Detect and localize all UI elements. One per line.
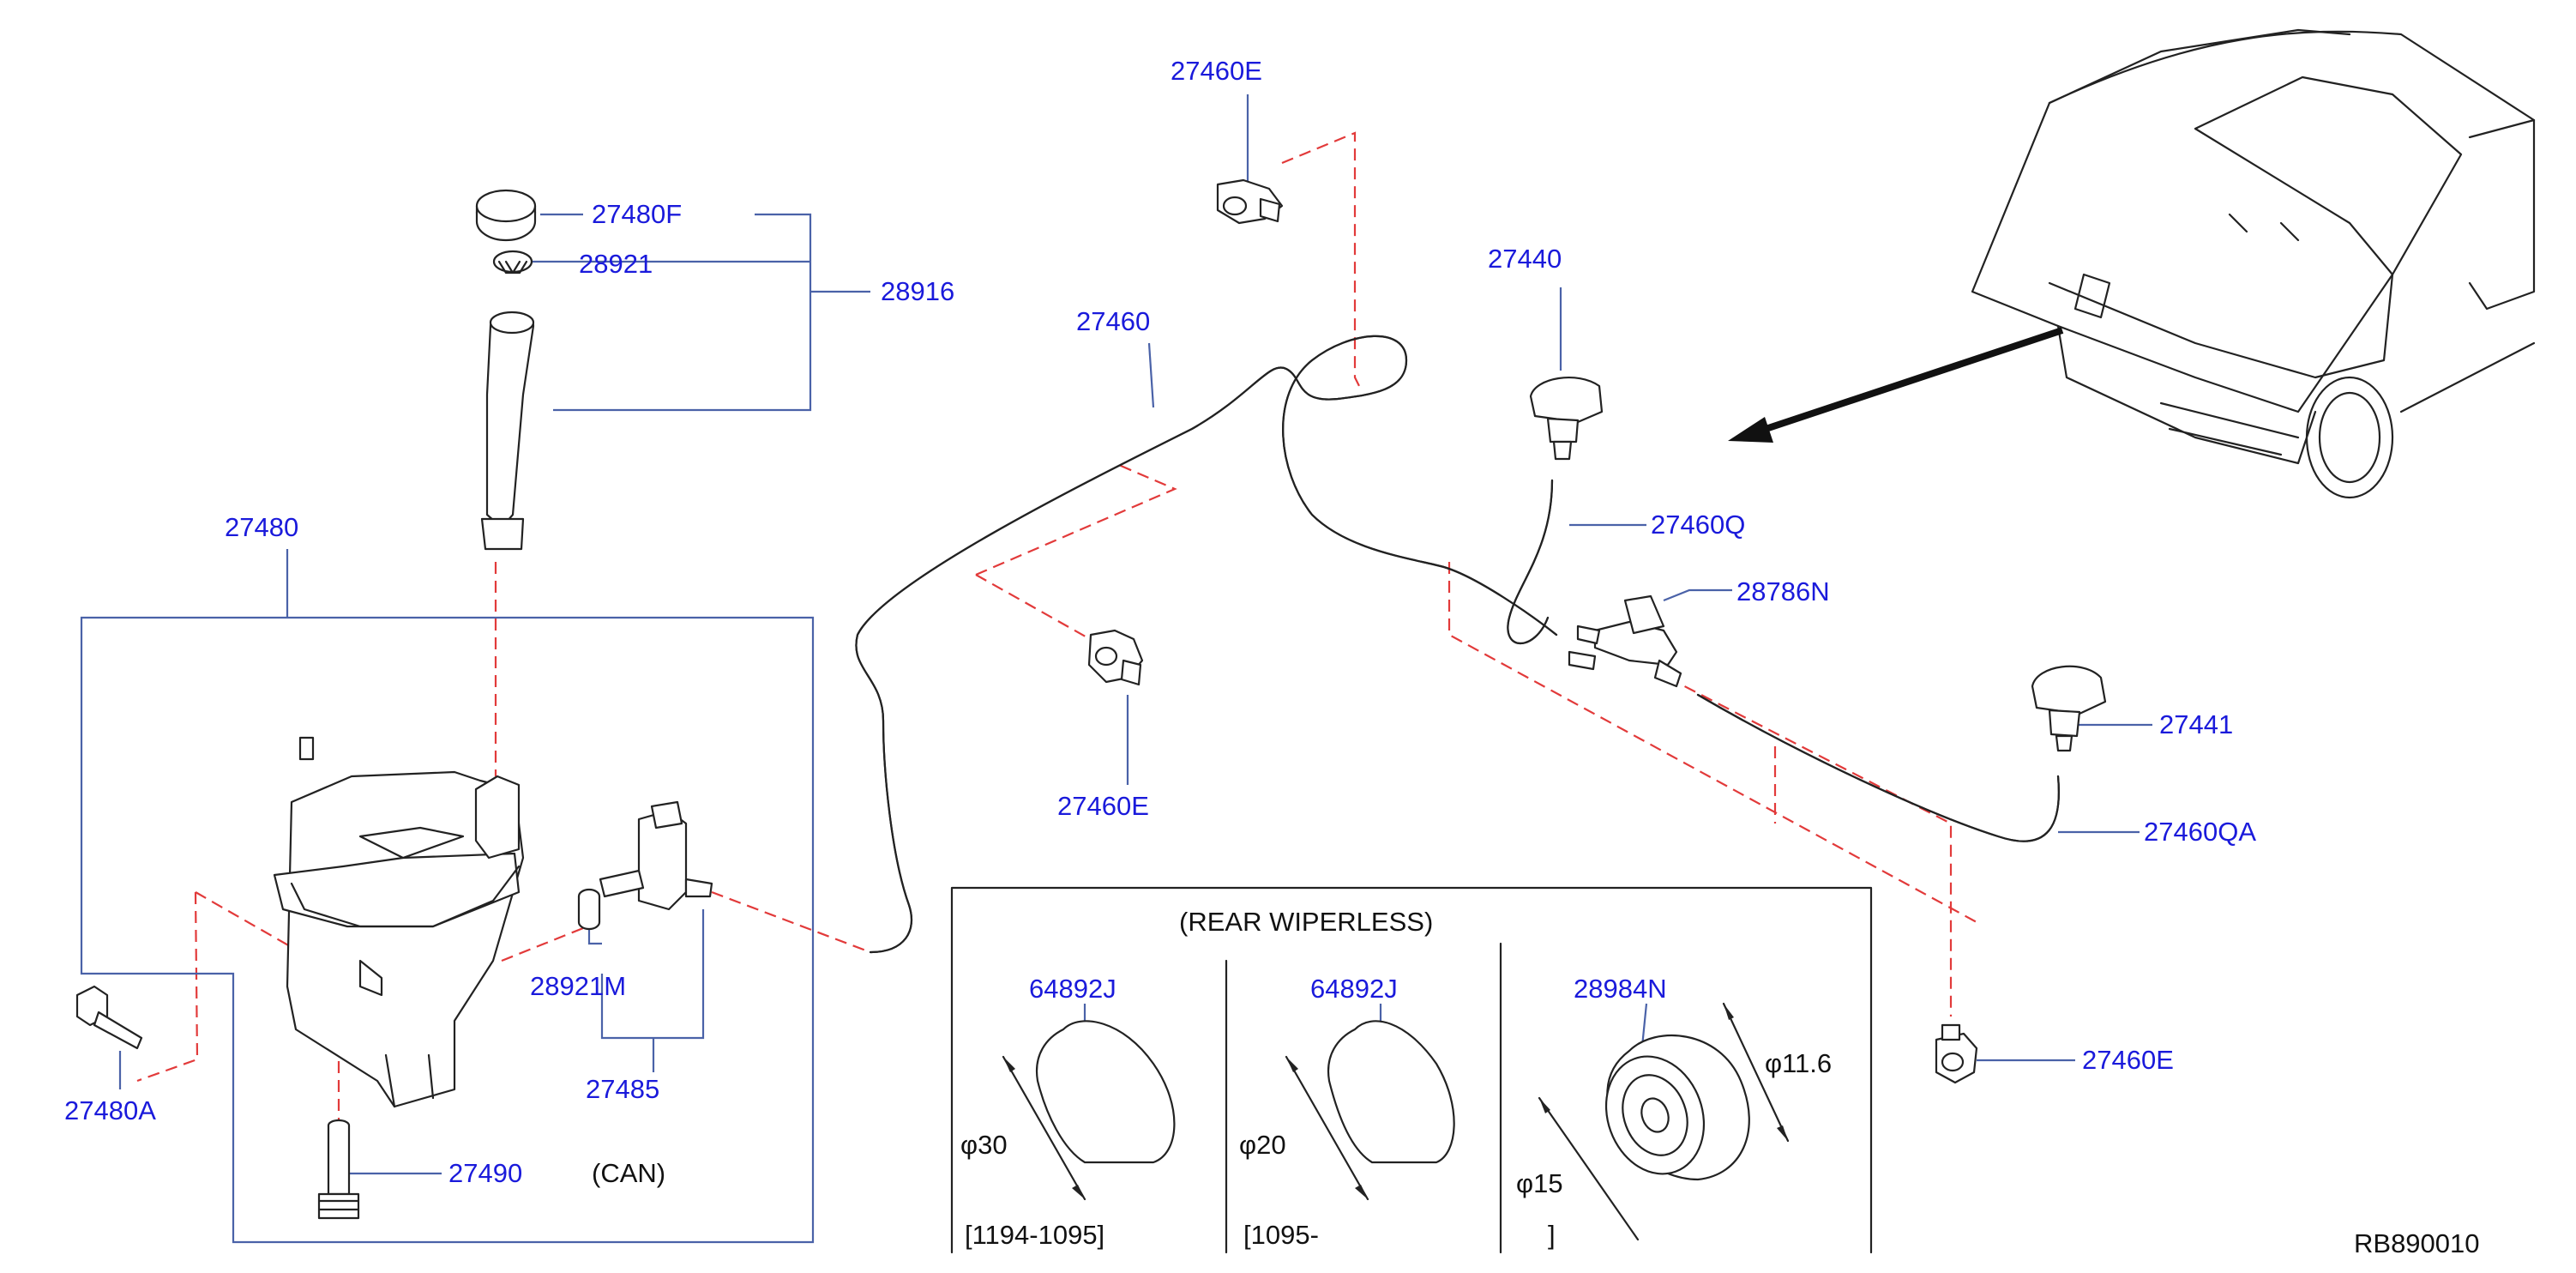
note-dia15: φ15 bbox=[1516, 1168, 1563, 1198]
part-27460E-clip-bot[interactable] bbox=[1935, 1023, 1978, 1084]
hose-27460Q[interactable] bbox=[1507, 479, 1554, 645]
part-28921-strainer[interactable] bbox=[492, 250, 533, 275]
part-27460E-clip-mid[interactable] bbox=[1087, 629, 1144, 686]
callout-27480A[interactable]: 27480A bbox=[64, 1095, 156, 1125]
note-dia11-6: φ11.6 bbox=[1765, 1048, 1832, 1078]
part-27460E-clip-top[interactable] bbox=[1216, 178, 1284, 225]
callout-27460E-mid[interactable]: 27460E bbox=[1057, 791, 1149, 821]
note-dia30: φ30 bbox=[960, 1130, 1008, 1160]
part-27480A-bolt[interactable] bbox=[75, 985, 143, 1050]
callout-64892J-a[interactable]: 64892J bbox=[1029, 974, 1116, 1004]
callout-27460Q[interactable]: 27460Q bbox=[1651, 510, 1745, 540]
note-date-range-a: [1194-1095] bbox=[965, 1220, 1104, 1250]
callout-27441[interactable]: 27441 bbox=[2159, 709, 2233, 739]
callout-28921M[interactable]: 28921M bbox=[530, 971, 626, 1001]
part-27441-nozzle[interactable] bbox=[2031, 665, 2107, 752]
part-28921M-grommet[interactable] bbox=[577, 888, 601, 931]
vehicle-sketch bbox=[1971, 28, 2536, 499]
note-date-range-c: ] bbox=[1548, 1220, 1556, 1250]
callout-28916[interactable]: 28916 bbox=[881, 276, 954, 306]
callout-27490[interactable]: 27490 bbox=[448, 1158, 522, 1188]
rear-wiperless-box bbox=[950, 886, 1873, 1254]
callout-28786N[interactable]: 28786N bbox=[1736, 576, 1830, 606]
callout-27480[interactable]: 27480 bbox=[225, 512, 298, 542]
part-27440-nozzle[interactable] bbox=[1529, 377, 1604, 461]
note-date-range-b: [1095- bbox=[1243, 1220, 1319, 1250]
leader-lines bbox=[80, 94, 2152, 1244]
callout-27460[interactable]: 27460 bbox=[1076, 306, 1150, 336]
part-64892J-cap-a[interactable] bbox=[1002, 1020, 1176, 1201]
part-28984N-grommet[interactable] bbox=[1538, 1002, 1790, 1241]
diagram-ref-code: RB890010 bbox=[2354, 1228, 2480, 1258]
callout-28984N[interactable]: 28984N bbox=[1574, 974, 1667, 1004]
callout-27460E-bot[interactable]: 27460E bbox=[2082, 1045, 2174, 1075]
part-27490-filter[interactable] bbox=[317, 1119, 360, 1220]
part-28916-filler-tube[interactable] bbox=[480, 311, 535, 551]
note-rear-wiperless: (REAR WIPERLESS) bbox=[1179, 907, 1433, 937]
callout-27485[interactable]: 27485 bbox=[586, 1074, 659, 1104]
callout-64892J-b[interactable]: 64892J bbox=[1310, 974, 1398, 1004]
locator-arrow bbox=[1728, 327, 2064, 443]
part-27480-washer-tank[interactable] bbox=[273, 736, 525, 1108]
hose-27460QA[interactable] bbox=[1696, 693, 2060, 842]
part-28786N-check-valve[interactable] bbox=[1568, 594, 1682, 688]
callout-labels: 27460E 27480F 28921 28916 27460 27440 27… bbox=[64, 56, 2256, 1188]
callout-27440[interactable]: 27440 bbox=[1488, 244, 1562, 274]
callout-27460E-top[interactable]: 27460E bbox=[1171, 56, 1262, 86]
callout-28921[interactable]: 28921 bbox=[579, 249, 653, 279]
note-can: (CAN) bbox=[592, 1158, 665, 1188]
note-dia20: φ20 bbox=[1239, 1130, 1286, 1160]
callout-27460QA[interactable]: 27460QA bbox=[2144, 817, 2256, 847]
hose-27460[interactable] bbox=[855, 335, 1558, 954]
callout-27480F[interactable]: 27480F bbox=[592, 199, 682, 229]
part-27485-washer-pump[interactable] bbox=[599, 800, 713, 911]
notes: (REAR WIPERLESS) (CAN) φ30 φ20 φ15 φ11.6… bbox=[592, 907, 2480, 1258]
part-27480F-cap[interactable] bbox=[475, 189, 537, 242]
part-64892J-cap-b[interactable] bbox=[1285, 1020, 1455, 1201]
